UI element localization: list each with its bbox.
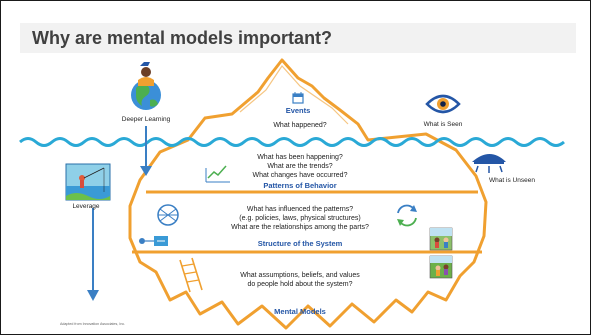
what-is-unseen-label: What is Unseen (489, 177, 535, 184)
calendar-icon (292, 92, 304, 104)
water-line (19, 137, 565, 147)
structure-question-2: (e.g. policies, laws, physical structure… (239, 215, 360, 222)
patterns-question-2: What are the trends? (267, 163, 332, 170)
structure-heading: Structure of the System (258, 239, 343, 248)
patterns-heading: Patterns of Behavior (263, 181, 336, 190)
title-bar: Why are mental models important? (20, 23, 576, 53)
patterns-question-1: What has been happening? (257, 154, 343, 161)
events-question: What happened? (273, 122, 326, 129)
deeper-learning-label: Deeper Learning (122, 116, 171, 123)
iceberg-outline (128, 58, 488, 330)
mental-models-heading: Mental Models (274, 307, 326, 316)
cycle-arrows-icon (397, 204, 417, 227)
fishing-picture-icon (65, 163, 111, 201)
structure-question-3: What are the relationships among the par… (231, 224, 369, 231)
patterns-question-3: What changes have occurred? (253, 172, 348, 179)
slide-title: Why are mental models important? (32, 28, 333, 48)
ladder-icon (179, 257, 203, 293)
globe-icon (131, 62, 161, 110)
closed-eye-icon (472, 154, 506, 173)
network-icon (157, 204, 179, 226)
flow-diagram-icon (139, 236, 168, 246)
community-photo-top (429, 227, 453, 251)
events-heading: Events (286, 106, 311, 115)
community-photo-bottom (429, 255, 453, 279)
leverage-label: Leverage (72, 203, 99, 210)
structure-question-1: What has influenced the patterns? (247, 206, 353, 213)
what-is-seen-label: What is Seen (424, 121, 463, 128)
trend-line-icon (205, 165, 230, 183)
footer-credit: Adapted from Innovation Associates, Inc. (60, 322, 125, 326)
models-question-2: do people hold about the system? (247, 281, 352, 288)
models-question-1: What assumptions, beliefs, and values (240, 272, 360, 279)
open-eye-icon (425, 94, 461, 114)
